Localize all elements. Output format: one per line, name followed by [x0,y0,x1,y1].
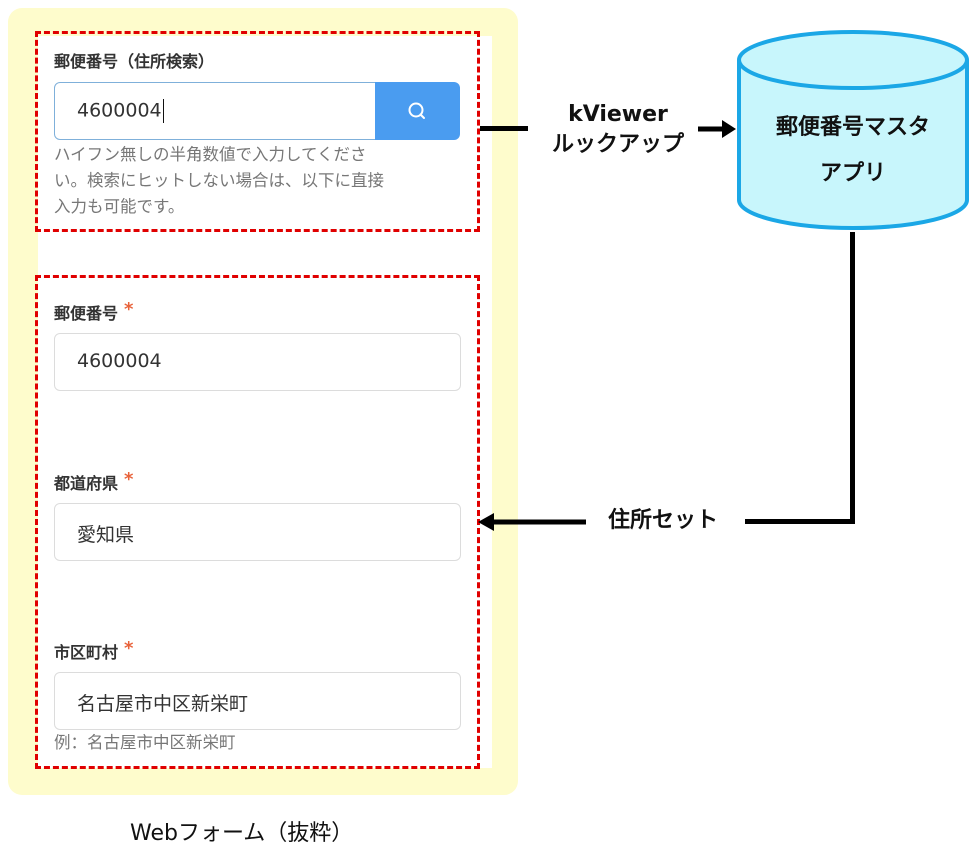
search-button[interactable] [375,82,460,140]
form-body [38,36,492,768]
postal-code-input[interactable]: 4600004 [54,333,461,391]
required-mark: * [124,638,134,659]
postal-code-label-text: 郵便番号 [54,304,119,323]
city-input[interactable]: 名古屋市中区新栄町 [54,672,461,730]
lookup-label: kViewer ルックアップ [548,100,688,160]
prefecture-input[interactable]: 愛知県 [54,503,461,561]
city-label: 市区町村 * [54,638,134,663]
postal-code-label: 郵便番号 * [54,299,134,324]
search-section-highlight [35,31,480,232]
city-label-text: 市区町村 [54,643,119,662]
prefecture-value: 愛知県 [77,524,135,546]
lookup-label-line2: ルックアップ [551,132,684,157]
prefecture-label-text: 都道府県 [54,474,119,493]
database-label-line2: アプリ [819,161,886,186]
lookup-arrow-icon [698,120,736,138]
help-line: 入力も可能です。 [54,197,185,216]
postal-search-value: 4600004 [77,99,162,122]
address-set-arrow-icon [478,513,586,531]
address-set-label: 住所セット [607,508,718,533]
return-connector-horizontal [745,519,855,524]
database-icon [737,30,969,230]
database-label: 郵便番号マスタ アプリ [740,105,966,197]
postal-code-value: 4600004 [77,350,162,372]
help-line: い。検索にヒットしない場合は、以下に直接 [54,171,384,190]
city-value: 名古屋市中区新栄町 [77,693,249,715]
postal-search-input[interactable]: 4600004 [54,82,376,140]
search-help-text: ハイフン無しの半角数値で入力してくださ い。検索にヒットしない場合は、以下に直接… [54,142,384,220]
lookup-connector-line [480,126,528,131]
city-hint: 例：名古屋市中区新栄町 [54,733,236,752]
prefecture-label: 都道府県 * [54,469,134,494]
lookup-label-line1: kViewer [568,102,668,127]
postal-search-label: 郵便番号（住所検索） [54,52,215,71]
required-mark: * [124,299,134,320]
required-mark: * [124,469,134,490]
help-line: ハイフン無しの半角数値で入力してくださ [54,145,367,164]
form-caption: Webフォーム（抜粋） [130,821,354,846]
return-connector-vertical [850,232,855,524]
search-icon [408,102,425,119]
text-caret [162,99,165,123]
database-label-line1: 郵便番号マスタ [775,115,930,140]
